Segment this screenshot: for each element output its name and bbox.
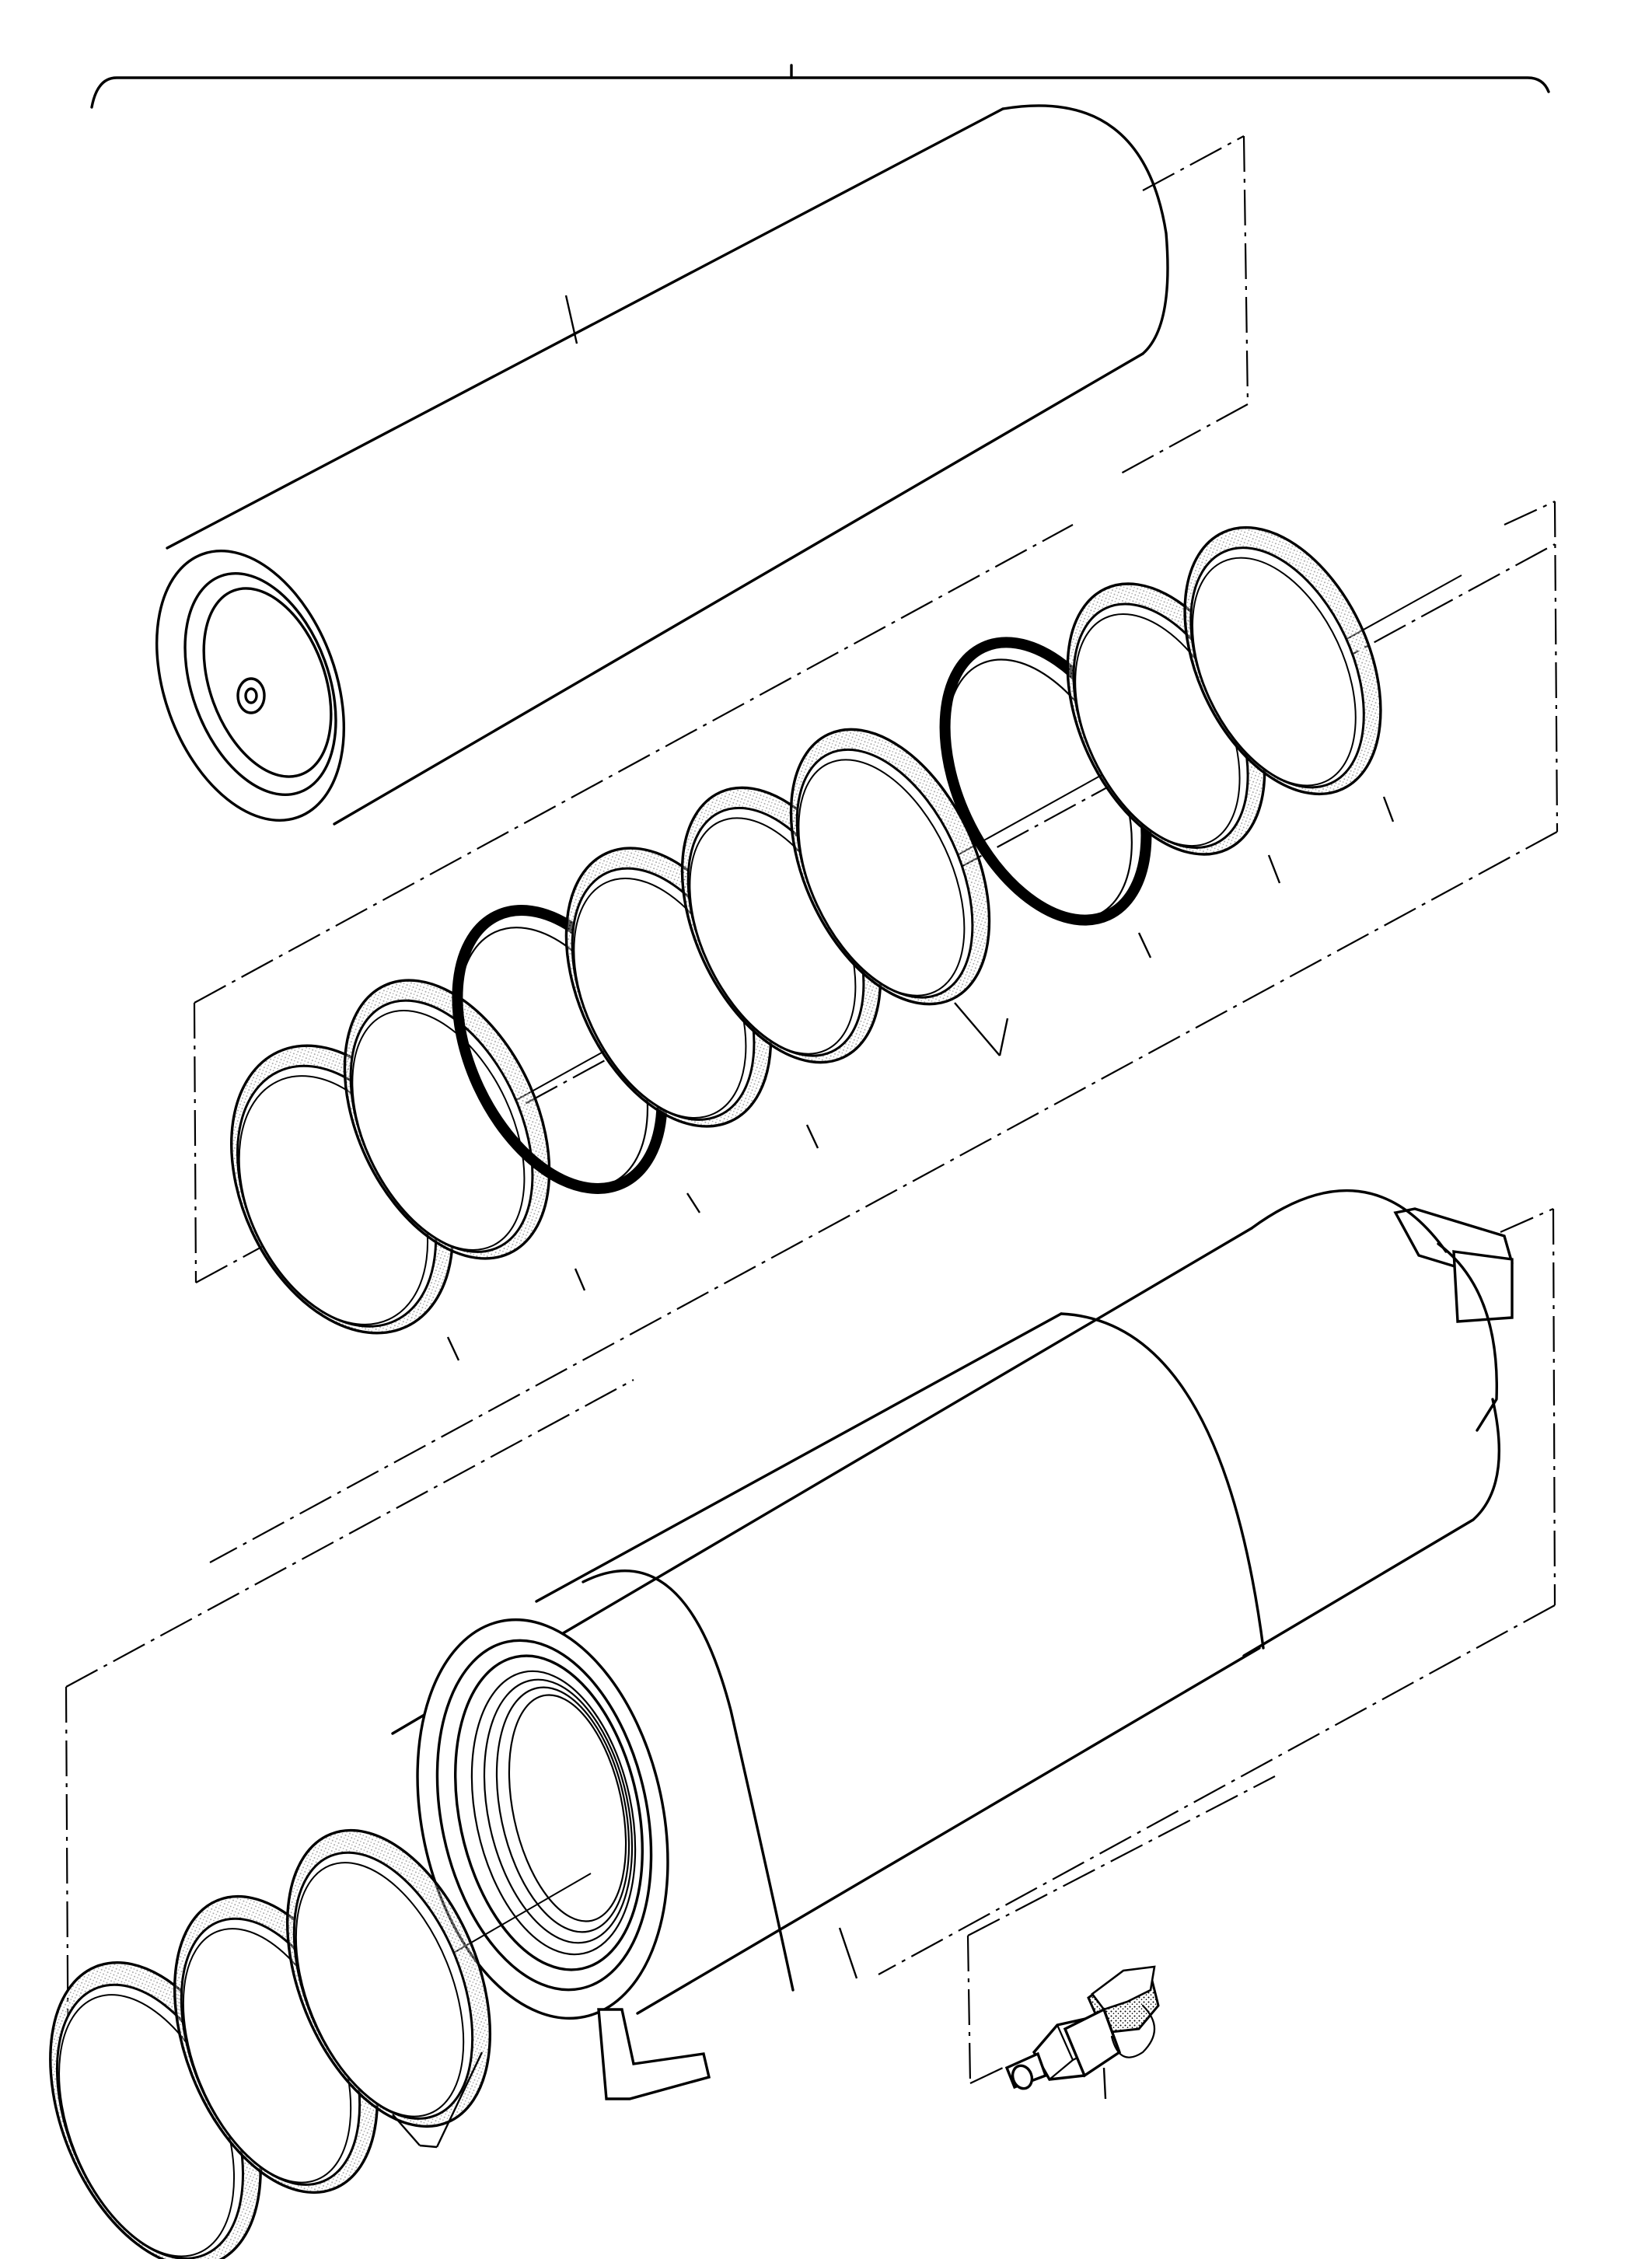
seal-ring-stack [230,525,1382,1335]
assembly-bracket [90,64,1550,109]
end-ring-leaders [392,2051,484,2149]
main-body [391,1189,1514,2100]
seal-ring-6 [789,728,991,1006]
top-cylinder [155,104,1169,826]
grease-fitting [1004,1965,1160,2100]
ring-stack-leaders [446,796,1395,1361]
frame-grease-fitting [966,1775,1276,2084]
end-ring-3 [285,1828,492,2128]
seal-ring-9 [1183,525,1382,796]
leader-top-cylinder [564,295,578,344]
thread-lines [470,1670,637,1956]
seal-ring-2 [343,979,551,1260]
frame-top-cylinder [1119,135,1249,475]
end-ring-stack [49,1828,492,2259]
